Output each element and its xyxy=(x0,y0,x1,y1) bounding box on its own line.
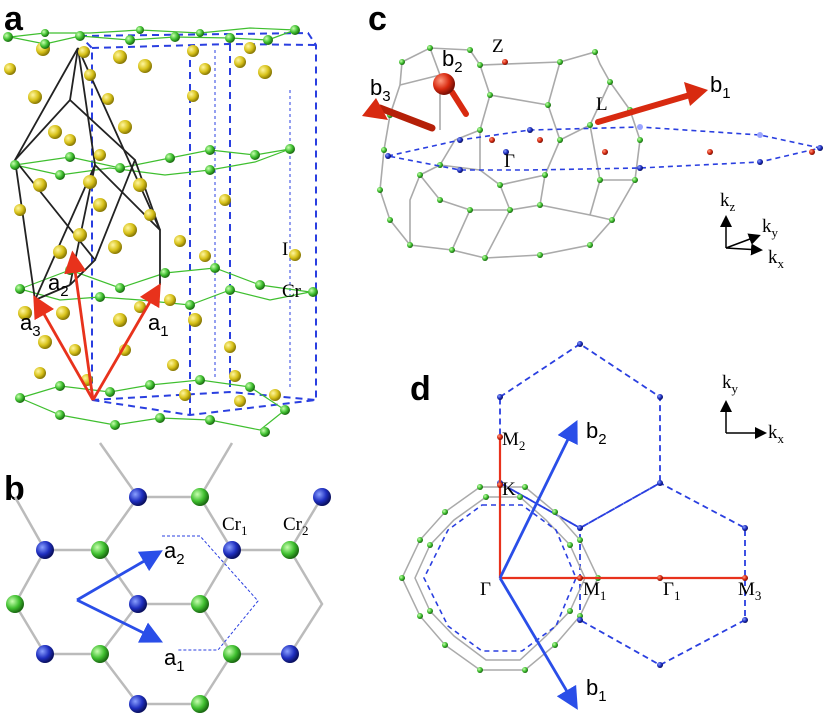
k-axes-3d xyxy=(720,215,763,256)
panel-c-letter: c xyxy=(368,0,387,38)
label-a3: a3 xyxy=(20,310,41,340)
reciprocal-vectors-d xyxy=(498,419,578,710)
cell-b-dashed xyxy=(162,535,259,651)
label-k: K xyxy=(502,479,516,500)
lattice-vectors-b xyxy=(76,550,164,643)
bz-central-dashed xyxy=(423,504,577,652)
label-c-b2: b2 xyxy=(442,46,463,76)
vector-a1-arrow xyxy=(91,283,161,401)
label-d-b2: b2 xyxy=(586,418,607,448)
label-gamma-c: Γ xyxy=(504,151,515,172)
vector-b1-shaft xyxy=(595,92,693,125)
cr1-sites xyxy=(36,488,331,713)
label-b-a1: a1 xyxy=(164,645,185,675)
cell-thin-lines xyxy=(214,50,291,390)
label-gamma1: Γ1 xyxy=(663,579,680,603)
vector-b-a2-arrow xyxy=(76,550,163,602)
rhombohedral-cell xyxy=(14,47,161,301)
label-c-b1: b1 xyxy=(710,72,731,102)
label-chromium: Cr xyxy=(282,281,302,302)
panel-b-letter: b xyxy=(4,470,25,508)
vector-b1-head xyxy=(684,82,708,106)
label-ky-c: ky xyxy=(762,216,779,240)
k-axes-2d xyxy=(720,400,767,439)
unit-cell-dashed xyxy=(77,31,317,417)
vector-a2-arrow xyxy=(64,250,95,401)
bz-2d-points xyxy=(385,59,823,173)
label-kz: kz xyxy=(720,190,736,214)
vector-b2-head xyxy=(433,73,455,95)
panel-d-letter: d xyxy=(410,370,431,408)
label-m2: M2 xyxy=(502,429,525,453)
label-gamma-d: Γ xyxy=(480,579,491,600)
lattice-vectors-a xyxy=(33,250,161,401)
bz-vertices xyxy=(377,45,643,261)
bz-d-vertices xyxy=(399,484,601,673)
label-a2: a2 xyxy=(48,270,69,300)
panel-a: a xyxy=(3,0,318,437)
vector-b2-shaft xyxy=(449,89,469,117)
cr2-sites xyxy=(6,488,299,713)
iodine-atoms xyxy=(4,42,301,407)
label-ky-d: ky xyxy=(722,372,739,396)
label-d-b1: b1 xyxy=(586,675,607,705)
high-symmetry-points xyxy=(497,434,748,581)
vector-a3-arrow xyxy=(33,295,95,401)
panel-a-letter: a xyxy=(4,0,24,38)
label-b-a2: a2 xyxy=(164,538,185,568)
chromium-atoms xyxy=(3,25,318,437)
label-a1: a1 xyxy=(148,310,169,340)
vector-b3-head xyxy=(362,98,388,120)
panel-c: c xyxy=(362,0,823,271)
reciprocal-vectors-c xyxy=(362,73,708,132)
label-kx-c: kx xyxy=(768,247,785,271)
label-cr1: Cr1 xyxy=(222,514,248,538)
label-cr2: Cr2 xyxy=(283,514,309,538)
vector-b3-shaft xyxy=(376,104,436,132)
vector-d-b2-arrow xyxy=(498,419,578,579)
label-m3: M3 xyxy=(738,579,761,603)
label-z: Z xyxy=(492,36,504,57)
vector-d-b1-arrow xyxy=(498,577,578,710)
label-c-b3: b3 xyxy=(370,75,391,105)
label-m1: M1 xyxy=(583,579,606,603)
vector-b-a1-arrow xyxy=(76,598,164,643)
label-l: L xyxy=(596,94,608,115)
label-iodine: I xyxy=(282,239,288,260)
label-kx-d: kx xyxy=(768,422,785,446)
panel-d: d xyxy=(399,341,785,710)
panel-b: b a2 a1 Cr1 Cr2 xyxy=(4,442,331,713)
bz-2d-plane xyxy=(387,126,821,171)
high-symmetry-path xyxy=(498,437,745,580)
